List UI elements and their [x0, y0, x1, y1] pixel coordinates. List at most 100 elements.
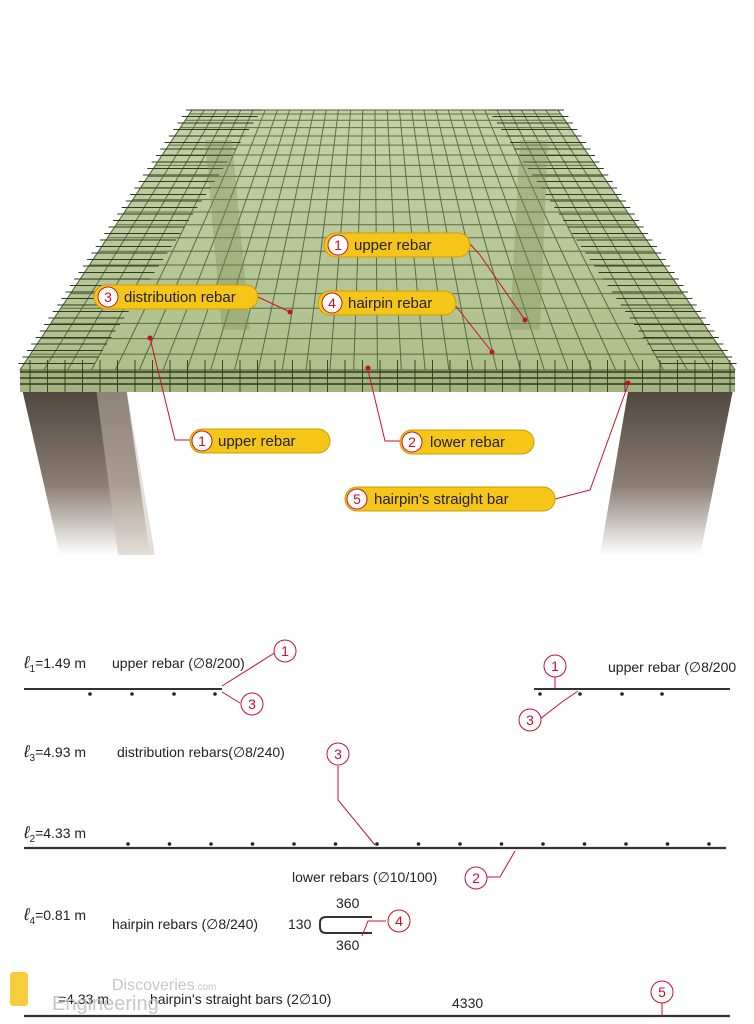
length-l1: ℓ1=1.49 m	[23, 653, 86, 675]
bar-section-dot	[250, 842, 255, 846]
desc-l5-name: hairpin's straight bars (2∅10)	[150, 991, 331, 1007]
callout-label: upper rebar	[354, 237, 432, 254]
bar-section-dot	[292, 842, 296, 846]
schedule-number-circles: 1 3 1 3 3 2 4 5	[240, 639, 674, 1004]
callout-lower-rebar: 2 lower rebar	[399, 429, 535, 455]
watermark-line2: Engineering	[52, 993, 159, 1015]
watermark: Discoveries.com Engineering	[10, 972, 216, 1015]
bar-section-dot	[499, 842, 504, 846]
svg-text:1: 1	[281, 643, 289, 659]
watermark-line1: Discoveries.com	[112, 977, 216, 994]
callout-number-circle	[346, 488, 368, 510]
callout-number: 1	[334, 237, 342, 253]
bar-section-dot	[624, 842, 628, 846]
dim-l5: 4330	[452, 995, 483, 1011]
svg-text:3: 3	[334, 746, 342, 762]
column-left-face	[95, 380, 155, 555]
rebar-line	[508, 109, 641, 371]
bar-section-dot	[126, 842, 130, 846]
callout-pill	[323, 232, 471, 258]
callout-pill	[317, 290, 457, 316]
callout-number-circle	[191, 430, 213, 452]
bar-schedule: ℓ1=1.49 m upper rebar (∅8/200) upper reb…	[23, 639, 736, 1018]
callout-number: 2	[408, 434, 416, 450]
callout-pill	[399, 429, 535, 455]
callout-number: 1	[198, 433, 206, 449]
desc-l5: =4.33 m	[58, 991, 109, 1007]
callout-number-circle	[321, 292, 343, 314]
column-ghost-right	[510, 140, 548, 330]
callout-label: lower rebar	[430, 434, 505, 451]
rebar-line	[257, 109, 315, 371]
svg-text:3: 3	[248, 696, 256, 712]
callout-number-circle	[401, 431, 423, 453]
callout-distribution-rebar: 3 distribution rebar	[93, 284, 259, 310]
rebar-line	[210, 109, 291, 371]
rebar-line	[234, 109, 303, 371]
rebar-line	[114, 109, 242, 371]
bar-section-dot	[541, 842, 545, 846]
rebar-line	[138, 109, 254, 371]
bar-section-dot	[213, 692, 217, 696]
rebar-line	[162, 109, 266, 371]
hairpin-dim-left: 130	[288, 916, 312, 932]
rebar-line	[447, 109, 521, 371]
bar-section-dot	[88, 692, 92, 696]
desc-l1: upper rebar (∅8/200)	[112, 655, 245, 671]
desc-l3: distribution rebars(∅8/240)	[117, 744, 285, 760]
svg-text:1: 1	[551, 658, 559, 674]
bar-section-dot	[582, 842, 587, 846]
bar-section-dot	[167, 842, 172, 846]
rebar-line	[186, 109, 278, 371]
rebar-line	[472, 109, 569, 371]
callout-label: hairpin rebar	[348, 295, 432, 312]
svg-text:5: 5	[658, 984, 666, 1000]
callout-pill	[344, 486, 556, 512]
bar-section-dot	[538, 692, 542, 696]
desc-l1-right: upper rebar (∅8/200	[608, 659, 736, 675]
hairpin-dim-bottom: 360	[336, 937, 360, 953]
svg-text:3: 3	[526, 712, 534, 728]
callout-number: 5	[353, 491, 361, 507]
callout-number-circle	[327, 234, 349, 256]
leader-dots	[147, 309, 631, 386]
edge-bars	[18, 109, 737, 392]
bar-section-dots	[88, 692, 711, 846]
schedule-leaders	[221, 651, 663, 1016]
desc-l2: lower rebars (∅10/100)	[292, 869, 437, 885]
bar-section-dot	[172, 692, 176, 696]
rebar-line	[281, 109, 327, 371]
length-l4: ℓ4=0.81 m	[23, 905, 86, 927]
column-right	[600, 380, 735, 555]
bar-section-dot	[660, 692, 664, 696]
bar-section-dot	[578, 692, 582, 696]
callout-number: 3	[104, 289, 112, 305]
callout-number: 4	[328, 295, 336, 311]
watermark-logo-mark	[10, 972, 28, 1006]
bar-section-dot	[375, 842, 379, 846]
callout-label: distribution rebar	[124, 289, 236, 306]
rebar-line	[496, 109, 617, 371]
callout-label: hairpin's straight bar	[374, 491, 509, 508]
bar-section-dot	[209, 842, 213, 846]
callout-label: upper rebar	[218, 433, 296, 450]
callout-pill	[189, 428, 331, 454]
callout-hairpin-straight-bar: 5 hairpin's straight bar	[344, 486, 556, 512]
length-l2: ℓ2=4.33 m	[23, 823, 86, 845]
callout-number-circle	[97, 286, 119, 308]
rebar-line	[484, 109, 593, 371]
column-ghost-left	[205, 140, 250, 330]
callout-hairpin-rebar: 4 hairpin rebar	[317, 290, 457, 316]
svg-text:2: 2	[472, 870, 480, 886]
bar-section-dot	[665, 842, 670, 846]
bar-section-dot	[620, 692, 624, 696]
callout-upper-rebar-top: 1 upper rebar	[323, 232, 471, 258]
rebar-line	[305, 109, 339, 371]
bar-section-dot	[416, 842, 421, 846]
callout-upper-rebar-bottom: 1 upper rebar	[189, 428, 331, 454]
slab-edge	[20, 370, 735, 392]
bar-section-dot	[707, 842, 711, 846]
bar-section-dot	[130, 692, 134, 696]
length-l3: ℓ3=4.93 m	[23, 742, 86, 764]
hairpin-dim-top: 360	[336, 895, 360, 911]
